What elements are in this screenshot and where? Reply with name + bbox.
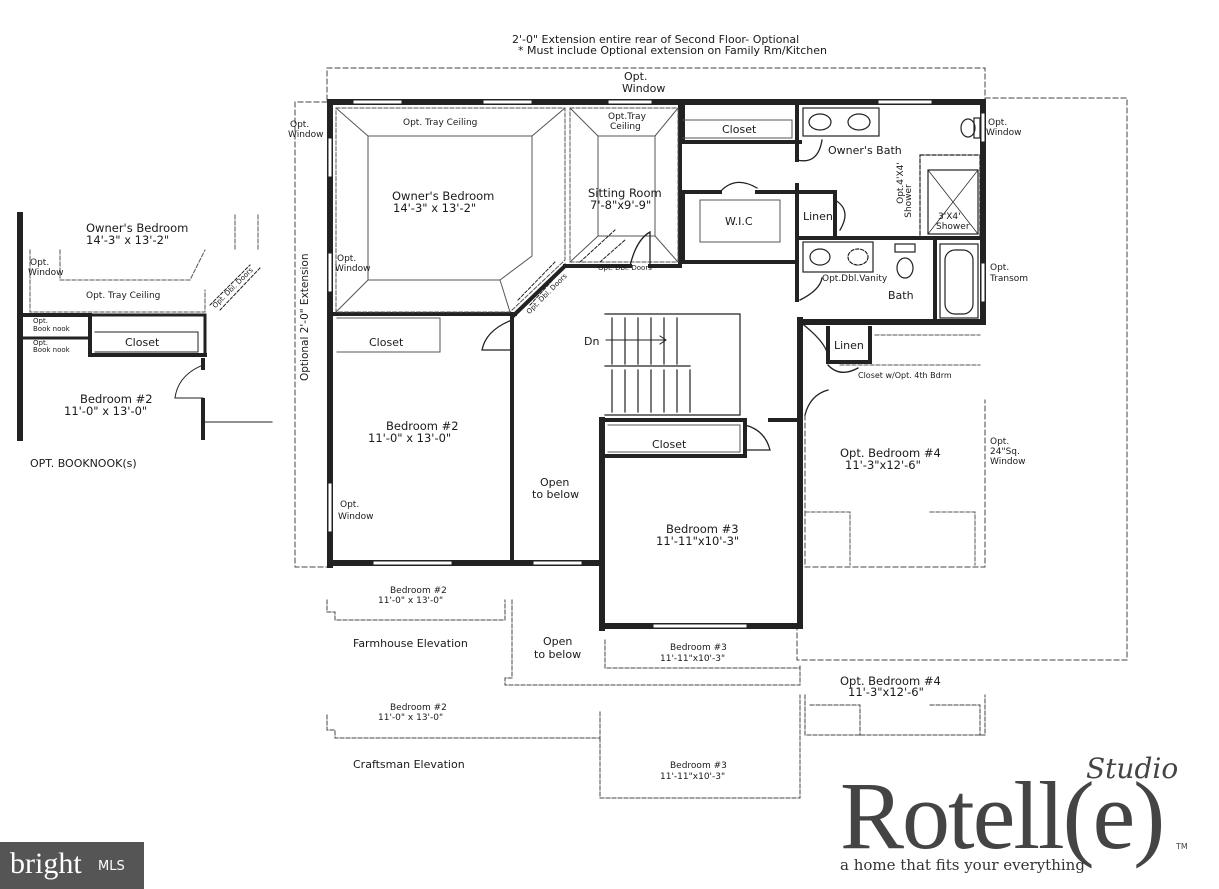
shower-label: Shower xyxy=(936,222,970,232)
bath-label: Bath xyxy=(888,289,914,302)
farmhouse-elevation-outline xyxy=(326,599,801,686)
inset-owners-bedroom: Owner's Bedroom xyxy=(86,221,189,235)
sitting-room-label: Sitting Room xyxy=(588,186,662,200)
dn-label: Dn xyxy=(584,335,600,348)
badge-mls: MLS xyxy=(98,859,125,874)
tray-ceiling-label: Opt. Tray Ceiling xyxy=(403,118,478,128)
rotelle-logo: Studio Rotell(e) TM a home that fits you… xyxy=(838,750,1198,880)
header-line-2: * Must include Optional extension on Fam… xyxy=(518,44,827,57)
opt-window-right1: Window xyxy=(986,128,1022,138)
farm-bedroom2-size: 11'-0" x 13'-0" xyxy=(378,596,444,606)
craftsman-elevation-outline xyxy=(326,694,986,799)
inset-closet: Closet xyxy=(125,336,160,349)
craftsman-elevation-label: Craftsman Elevation xyxy=(353,758,465,771)
wic-label: W.I.C xyxy=(725,215,753,228)
shower-size-label: 3'X4' xyxy=(938,212,961,222)
logo-tm: TM xyxy=(1176,842,1188,851)
optional-extension-label: Optional 2'-0" Extension xyxy=(299,253,311,381)
opt-dbl-vanity-label: Opt.Dbl.Vanity xyxy=(822,274,888,284)
bedroom3-label: Bedroom #3 xyxy=(666,522,739,536)
linen-label-1: Linen xyxy=(803,210,833,223)
opt-window-left3: Window xyxy=(338,512,374,522)
inset-book-nook-2-opt: Opt. xyxy=(33,339,48,347)
sq-window-size: 24"Sq. xyxy=(990,447,1020,457)
owners-bedroom-label: Owner's Bedroom xyxy=(392,189,495,203)
closet-opt4-label: Closet w/Opt. 4th Bdrm xyxy=(858,371,952,380)
bedroom2-closet-label: Closet xyxy=(369,336,404,349)
inset-booknook-plan xyxy=(17,212,273,441)
dbl-doors xyxy=(517,229,626,306)
owners-bedroom-size: 14'-3" x 13'-2" xyxy=(393,201,477,215)
elev-bedroom4-size: 11'-3"x12'-6" xyxy=(848,685,924,699)
inset-book-nook-2: Book nook xyxy=(33,346,70,354)
opt-window-top-label: Window xyxy=(622,82,666,95)
craft-bedroom3-size: 11'-11"x10'-3" xyxy=(660,772,726,782)
opt-window-left1: Window xyxy=(288,130,324,140)
opt-window-left1-opt: Opt. xyxy=(290,120,310,130)
opt-transom-label: Transom xyxy=(990,274,1029,284)
bedroom2-size: 11'-0" x 13'-0" xyxy=(368,431,452,445)
bedroom3-closet-label: Closet xyxy=(652,438,687,451)
bedroom2-label: Bedroom #2 xyxy=(386,419,459,433)
windows xyxy=(328,100,985,628)
farm-bedroom3-size: 11'-11"x10'-3" xyxy=(660,654,726,664)
craft-bedroom2-size: 11'-0" x 13'-0" xyxy=(378,713,444,723)
sq-window-label: Window xyxy=(990,457,1026,467)
ceiling-label: Ceiling xyxy=(610,122,641,132)
elev-opt-bedroom4: Opt. Bedroom #4 xyxy=(840,674,941,688)
owners-bath-label: Owner's Bath xyxy=(828,144,902,157)
inset-opt-window: Window xyxy=(28,268,64,278)
bedroom3-size: 11'-11"x10'-3" xyxy=(656,534,740,548)
sq-window-opt: Opt. xyxy=(990,437,1010,447)
open-label: Open xyxy=(540,476,570,489)
door-swings xyxy=(481,139,859,451)
inset-bedroom2-size: 11'-0" x 13'-0" xyxy=(64,404,148,418)
inset-caption: OPT. BOOKNOOK(s) xyxy=(30,457,137,470)
opt-transom-opt: Opt. xyxy=(990,263,1010,273)
inset-owners-bedroom-size: 14'-3" x 13'-2" xyxy=(86,233,170,247)
header-line-1: 2'-0" Extension entire rear of Second Fl… xyxy=(512,33,800,46)
badge-bright: bright xyxy=(10,847,82,880)
opt-bedroom4-label: Opt. Bedroom #4 xyxy=(840,446,941,460)
inset-tray-ceiling: Opt. Tray Ceiling xyxy=(86,291,161,301)
linen-label-2: Linen xyxy=(834,339,864,352)
craft-bedroom2: Bedroom #2 xyxy=(390,703,447,713)
opt-tray-label: Opt.Tray xyxy=(608,112,646,122)
inset-bedroom2: Bedroom #2 xyxy=(80,392,153,406)
opt-bedroom4-size: 11'-3"x12'-6" xyxy=(845,458,921,472)
stair xyxy=(604,313,741,416)
opt-dbl-doors-sitting: Opt. Dbl. Doors xyxy=(598,264,652,272)
inset-book-nook-1-opt: Opt. xyxy=(33,317,48,325)
tray-ceiling-lines xyxy=(335,107,793,453)
farm-bedroom2: Bedroom #2 xyxy=(390,586,447,596)
inset-opt-window-opt: Opt. xyxy=(30,258,50,268)
sitting-room-size: 7'-8"x9'-9" xyxy=(590,198,652,212)
opt-window-top-opt: Opt. xyxy=(624,70,648,83)
farm-bedroom3: Bedroom #3 xyxy=(670,643,727,653)
logo-tagline: a home that fits your everything xyxy=(840,856,1085,874)
opt-window-left2: Window xyxy=(335,264,371,274)
farm-to-below: to below xyxy=(534,648,582,661)
opt-window-left3-opt: Opt. xyxy=(340,500,360,510)
farmhouse-elevation-label: Farmhouse Elevation xyxy=(353,637,468,650)
bath-fixtures xyxy=(802,107,981,319)
owners-closet-label: Closet xyxy=(722,123,757,136)
interior-walls xyxy=(331,102,985,562)
farm-open: Open xyxy=(543,635,573,648)
opt-shower-word: Shower xyxy=(904,184,914,218)
optional-extension-outline xyxy=(294,67,1128,661)
logo-studio: Studio xyxy=(1086,752,1179,785)
to-below-label: to below xyxy=(532,488,580,501)
opt-window-right1-opt: Opt. xyxy=(988,118,1008,128)
inset-book-nook-1: Book nook xyxy=(33,325,70,333)
bedroom4-bays xyxy=(804,334,981,566)
craft-bedroom3: Bedroom #3 xyxy=(670,761,727,771)
logo-brand: Rotell(e) xyxy=(840,762,1165,869)
opt-window-left2-opt: Opt. xyxy=(337,254,357,264)
bright-mls-badge: bright MLS xyxy=(0,842,144,889)
